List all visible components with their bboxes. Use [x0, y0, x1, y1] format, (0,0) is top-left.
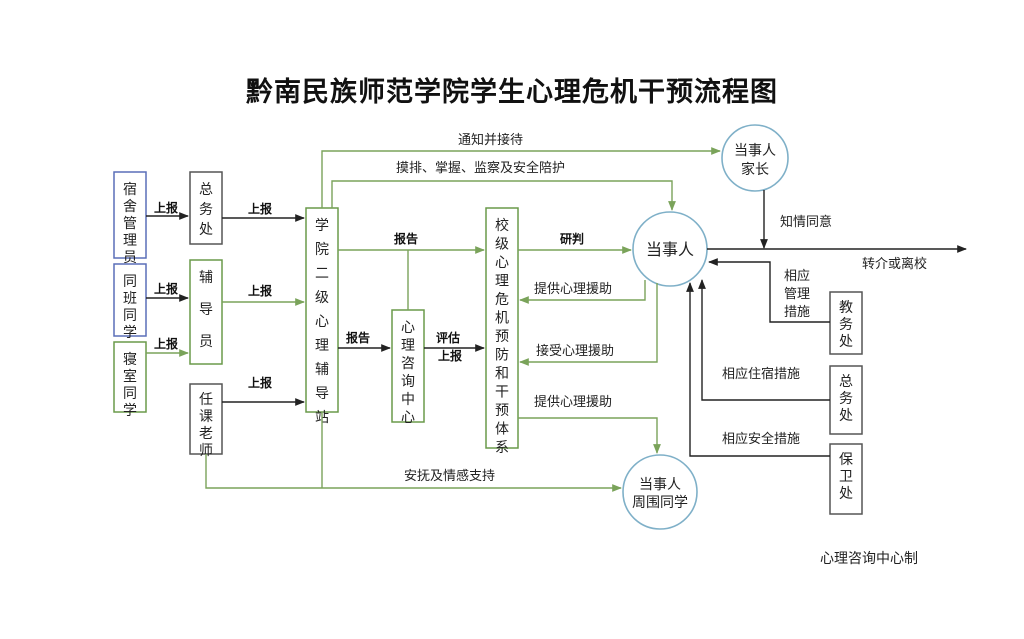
counselor-box: 辅导员	[189, 259, 223, 365]
svg-text:教务处: 教务处	[839, 300, 853, 350]
label-report-up-1: 上报	[154, 200, 178, 215]
svg-text:总务处: 总务处	[839, 374, 853, 424]
svg-text:同班同学: 同班同学	[123, 274, 137, 341]
arrow-notify-parents	[321, 147, 721, 208]
label-consent: 知情同意	[780, 214, 832, 230]
label-report-1: 报告	[346, 330, 370, 345]
teacher-box: 任课老师	[189, 383, 223, 459]
label-mgmt-3: 措施	[784, 305, 810, 320]
college-station-box: 学院二级心理辅导站	[305, 207, 339, 426]
svg-text:宿舍管理员: 宿舍管理员	[123, 181, 137, 266]
svg-text:辅导员: 辅导员	[199, 270, 213, 350]
label-report-2: 报告	[394, 231, 418, 246]
arrow-provide-help-2	[518, 417, 661, 454]
svg-text:周围同学: 周围同学	[632, 495, 688, 511]
label-safety: 相应安全措施	[722, 431, 800, 447]
svg-text:学院二级心理辅导站: 学院二级心理辅导站	[315, 218, 329, 426]
label-report-up-5: 上报	[248, 283, 272, 298]
classmates-box: 同班同学	[113, 263, 147, 341]
general-affairs-right-box: 总务处	[829, 365, 863, 435]
arrow-safety-measures	[686, 282, 830, 457]
svg-text:心理咨询中心: 心理咨询中心	[401, 320, 415, 426]
svg-text:校级心理危机预防和干预体系: 校级心理危机预防和干预体系	[495, 217, 509, 456]
svg-text:当事人: 当事人	[734, 143, 776, 159]
arrow-mgmt-measures	[708, 258, 830, 323]
svg-text:寝室同学: 寝室同学	[123, 351, 137, 419]
school-system-box: 校级心理危机预防和干预体系	[485, 207, 519, 456]
arrow-provide-help-1	[519, 280, 646, 304]
arrow-housing-measures	[698, 279, 830, 401]
general-affairs-top-box: 总务处	[189, 171, 223, 245]
label-provide-help-1: 提供心理援助	[534, 281, 612, 297]
label-mgmt-2: 管理	[784, 287, 810, 302]
svg-text:保卫处: 保卫处	[839, 452, 853, 502]
label-report-up-3: 上报	[154, 336, 178, 351]
label-comfort: 安抚及情感支持	[404, 468, 495, 484]
label-study: 研判	[560, 231, 584, 246]
security-box: 保卫处	[829, 443, 863, 515]
page-title: 黔南民族师范学院学生心理危机干预流程图	[246, 77, 778, 108]
label-notify: 通知并接待	[458, 132, 523, 148]
label-monitor: 摸排、掌握、监察及安全陪护	[396, 160, 565, 176]
svg-text:当事人: 当事人	[639, 477, 681, 493]
academic-affairs-box: 教务处	[829, 291, 863, 355]
parents-circle: 当事人 家长	[721, 124, 789, 192]
footer-credit: 心理咨询中心制	[820, 551, 918, 567]
counseling-center-box: 心理咨询中心	[391, 309, 425, 426]
svg-text:总务处: 总务处	[199, 182, 213, 238]
party-circle: 当事人	[632, 211, 708, 287]
label-mgmt-1: 相应	[784, 268, 810, 284]
dorm-manager-box: 宿舍管理员	[113, 171, 147, 266]
svg-text:任课老师: 任课老师	[199, 392, 213, 459]
peers-circle: 当事人 周围同学	[622, 454, 698, 530]
label-provide-help-2: 提供心理援助	[534, 394, 612, 410]
svg-text:家长: 家长	[741, 161, 769, 178]
roommates-box: 寝室同学	[113, 341, 147, 419]
label-accept-help: 接受心理援助	[536, 343, 614, 359]
label-report-up-4: 上报	[248, 201, 272, 216]
label-transfer: 转介或离校	[862, 256, 927, 272]
arrow-monitor	[331, 180, 676, 211]
label-report-up-2: 上报	[154, 281, 178, 296]
arrow-comfort-from-teacher	[205, 454, 622, 492]
label-evaluate: 评估	[436, 330, 460, 345]
label-report-up-6: 上报	[248, 375, 272, 390]
label-evaluate-report: 上报	[438, 348, 462, 363]
label-housing: 相应住宿措施	[722, 366, 800, 382]
arrow-accept-help	[519, 283, 658, 366]
svg-text:当事人: 当事人	[646, 240, 694, 259]
